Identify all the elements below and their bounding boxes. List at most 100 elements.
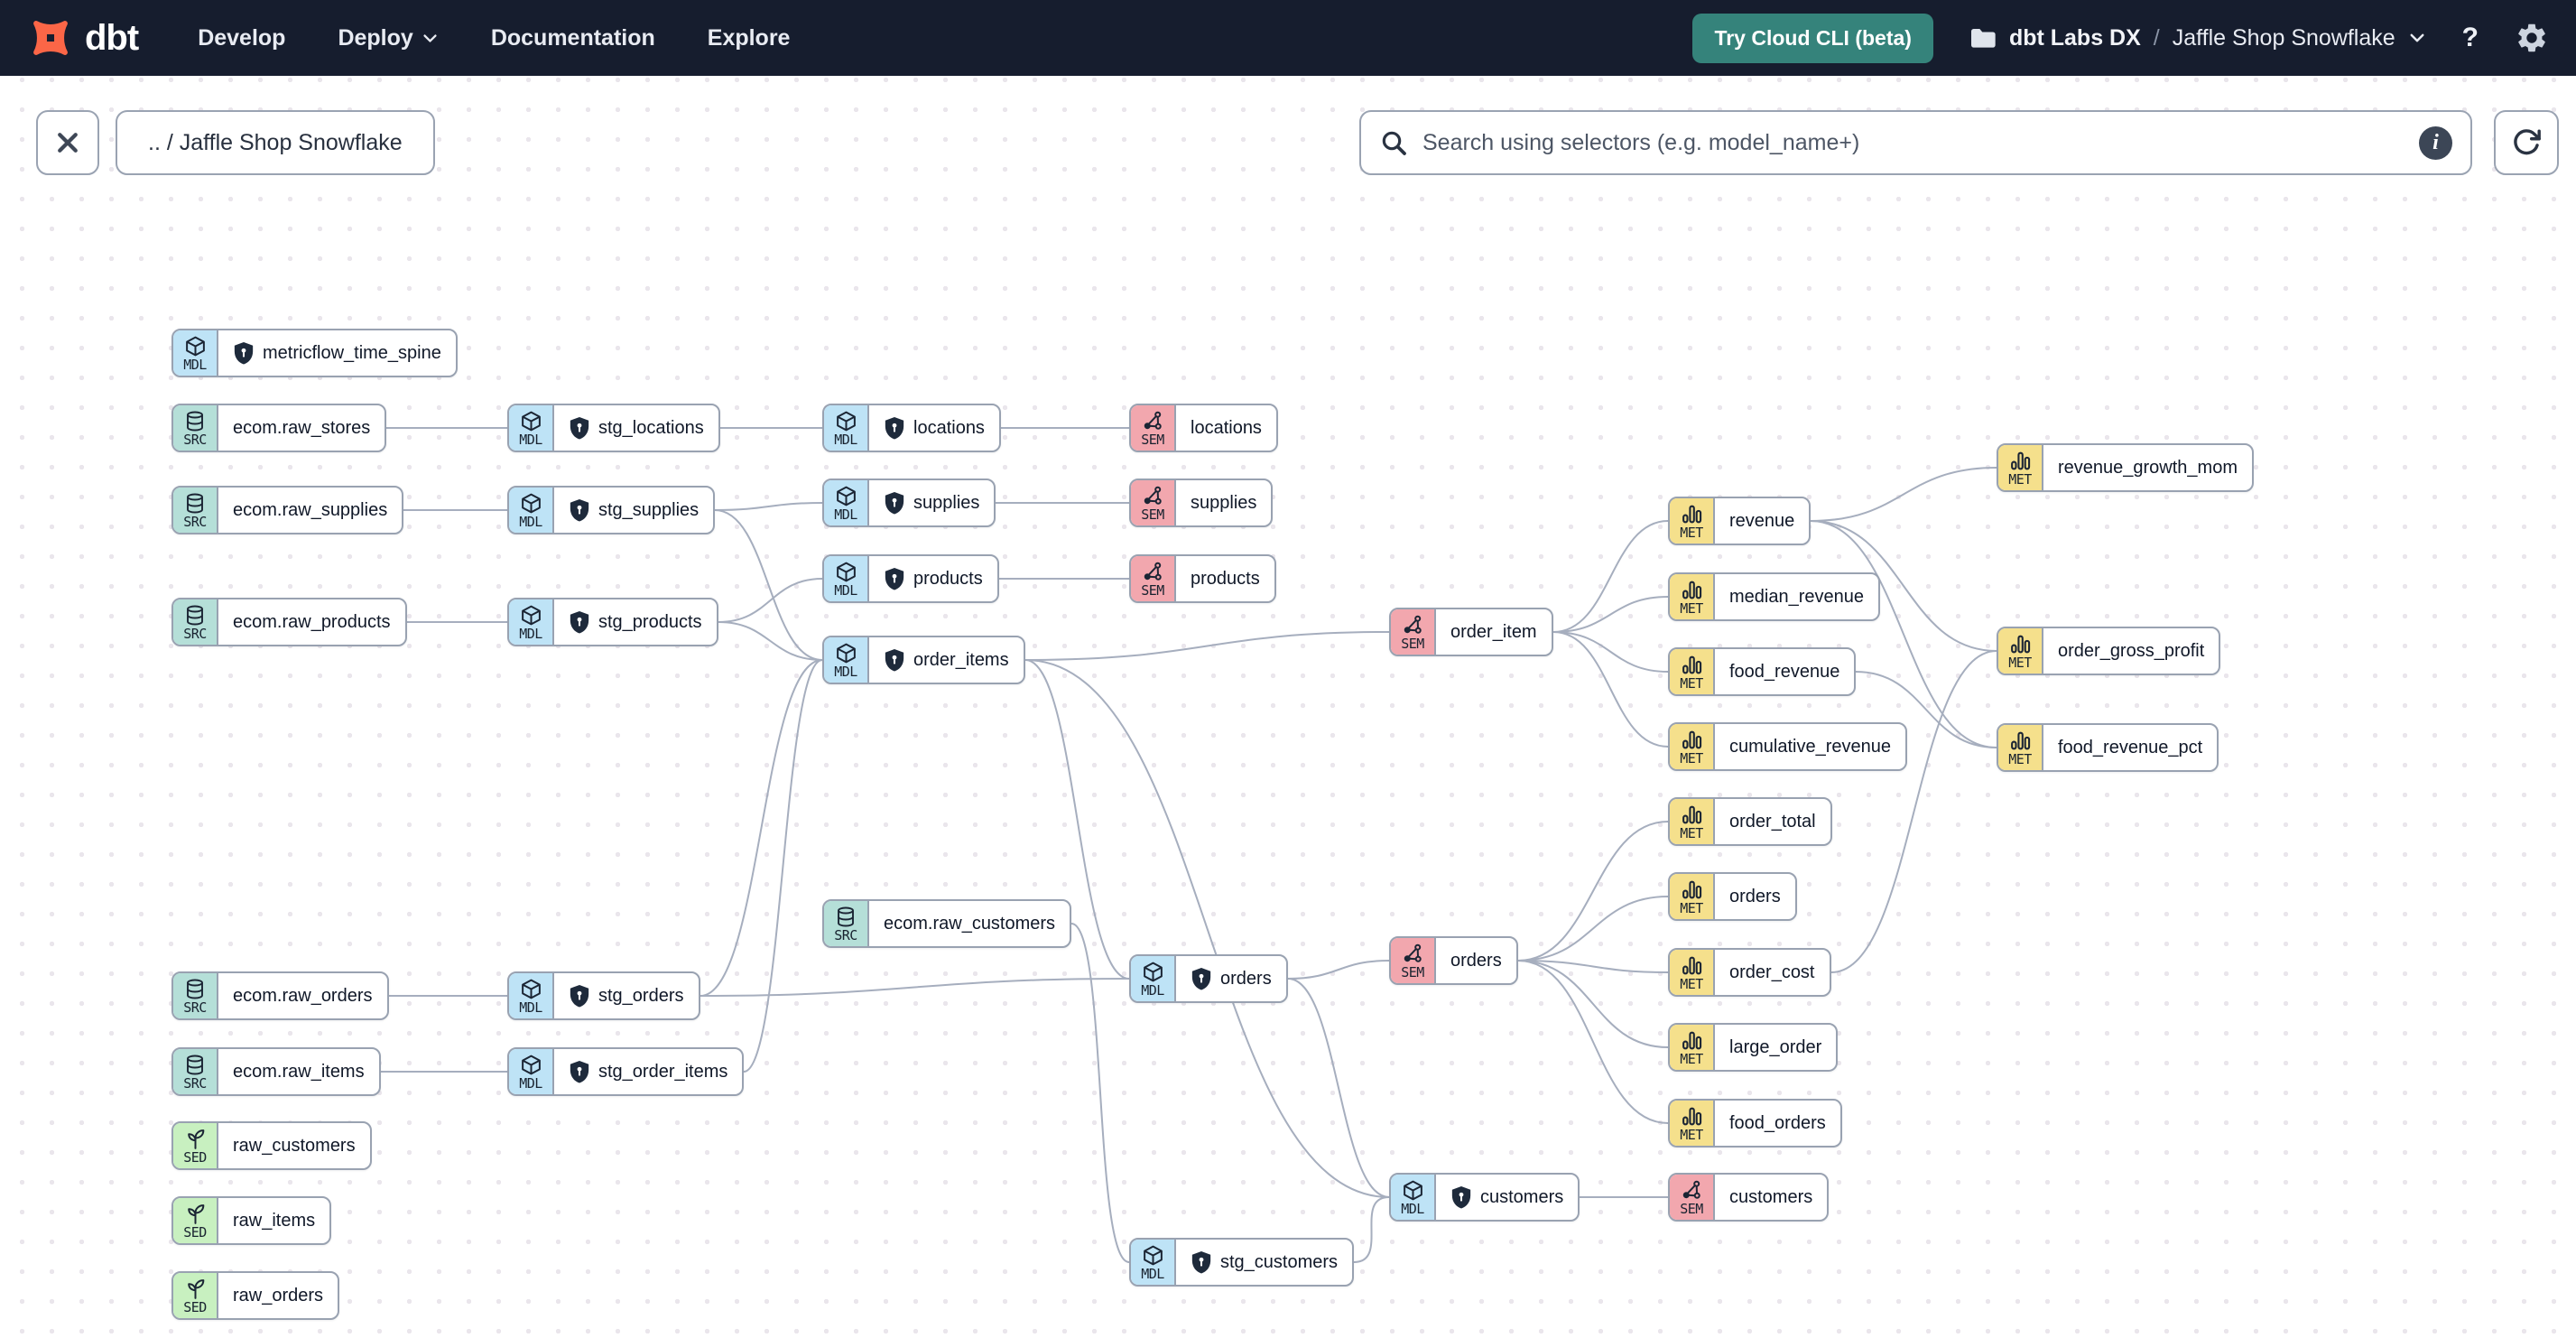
refresh-button[interactable] (2494, 110, 2559, 175)
node-type-badge: SEM (1131, 556, 1176, 601)
dbt-logo[interactable]: dbt (27, 14, 139, 61)
node-type-label: MET (2008, 750, 2032, 767)
bar-chart-icon (1681, 804, 1703, 826)
node-src_raw_orders[interactable]: SRC ecom.raw_orders (171, 971, 389, 1020)
node-body: metricflow_time_spine (218, 330, 456, 376)
help-icon[interactable]: ? (2461, 23, 2479, 52)
semantic-graph-icon (1142, 485, 1164, 507)
node-met_large_order[interactable]: MET large_order (1668, 1023, 1839, 1072)
node-body: order_total (1715, 799, 1830, 844)
node-body: revenue_growth_mom (2043, 445, 2252, 490)
node-type-badge: SRC (173, 405, 218, 451)
edge (700, 659, 823, 997)
nav-item-explore[interactable]: Explore (708, 25, 791, 51)
nav-item-label: Deploy (338, 24, 413, 51)
database-icon (184, 1054, 206, 1076)
search-input[interactable] (1421, 128, 2406, 157)
bar-chart-icon (1681, 954, 1703, 977)
node-label: large_order (1729, 1036, 1822, 1057)
node-label: ecom.raw_stores (233, 417, 371, 438)
node-type-label: MDL (1141, 1265, 1164, 1282)
chevron-down-icon (2408, 29, 2426, 47)
node-type-label: MET (2008, 470, 2032, 488)
node-stg_order_items[interactable]: MDL stg_order_items (507, 1047, 745, 1096)
node-type-label: MDL (1141, 981, 1164, 999)
info-icon[interactable]: i (2419, 125, 2452, 160)
node-type-badge: MET (1670, 799, 1715, 844)
semantic-graph-icon (1142, 410, 1164, 432)
node-body: orders (1715, 874, 1795, 919)
node-met_revenue_growth_mom[interactable]: MET revenue_growth_mom (1997, 443, 2254, 492)
node-type-label: MDL (519, 1074, 542, 1092)
node-body: stg_supplies (554, 488, 713, 533)
nav-item-deploy[interactable]: Deploy (338, 25, 438, 51)
node-type-badge: MET (1670, 1025, 1715, 1070)
node-label: stg_order_items (598, 1061, 728, 1082)
edge (714, 502, 823, 511)
node-label: order_gross_profit (2058, 640, 2205, 661)
node-type-label: MET (2008, 654, 2032, 671)
node-src_raw_stores[interactable]: SRC ecom.raw_stores (171, 404, 387, 452)
node-type-label: MDL (1401, 1200, 1424, 1217)
node-type-badge: SRC (173, 973, 218, 1018)
edge (1517, 960, 1669, 973)
edge (1552, 631, 1669, 673)
node-type-badge: MDL (1131, 1240, 1176, 1285)
node-type-badge: MET (1670, 950, 1715, 995)
gear-icon[interactable] (2515, 21, 2549, 55)
node-label: raw_orders (233, 1285, 324, 1305)
node-type-label: MDL (834, 581, 857, 599)
account-project-switcher[interactable]: dbt Labs DX / Jaffle Shop Snowflake (1968, 23, 2426, 52)
close-lineage-button[interactable] (36, 110, 99, 175)
node-body: ecom.raw_customers (869, 901, 1070, 946)
node-met_order_cost[interactable]: MET order_cost (1668, 948, 1831, 997)
node-met_order_gross_profit[interactable]: MET order_gross_profit (1997, 627, 2221, 675)
node-body: ecom.raw_orders (218, 973, 387, 1018)
shield-icon (569, 498, 590, 522)
try-cloud-cli-button[interactable]: Try Cloud CLI (beta) (1692, 13, 1933, 63)
lineage-breadcrumb[interactable]: .. / Jaffle Shop Snowflake (116, 110, 435, 175)
node-label: order_cost (1729, 962, 1815, 982)
node-type-badge: MDL (173, 330, 218, 376)
node-body: orders (1436, 938, 1516, 983)
node-type-label: SRC (183, 999, 207, 1016)
node-type-label: SRC (183, 625, 207, 642)
nav-item-documentation[interactable]: Documentation (491, 25, 655, 51)
nav-item-develop[interactable]: Develop (198, 25, 285, 51)
bar-chart-icon (2009, 450, 2032, 472)
